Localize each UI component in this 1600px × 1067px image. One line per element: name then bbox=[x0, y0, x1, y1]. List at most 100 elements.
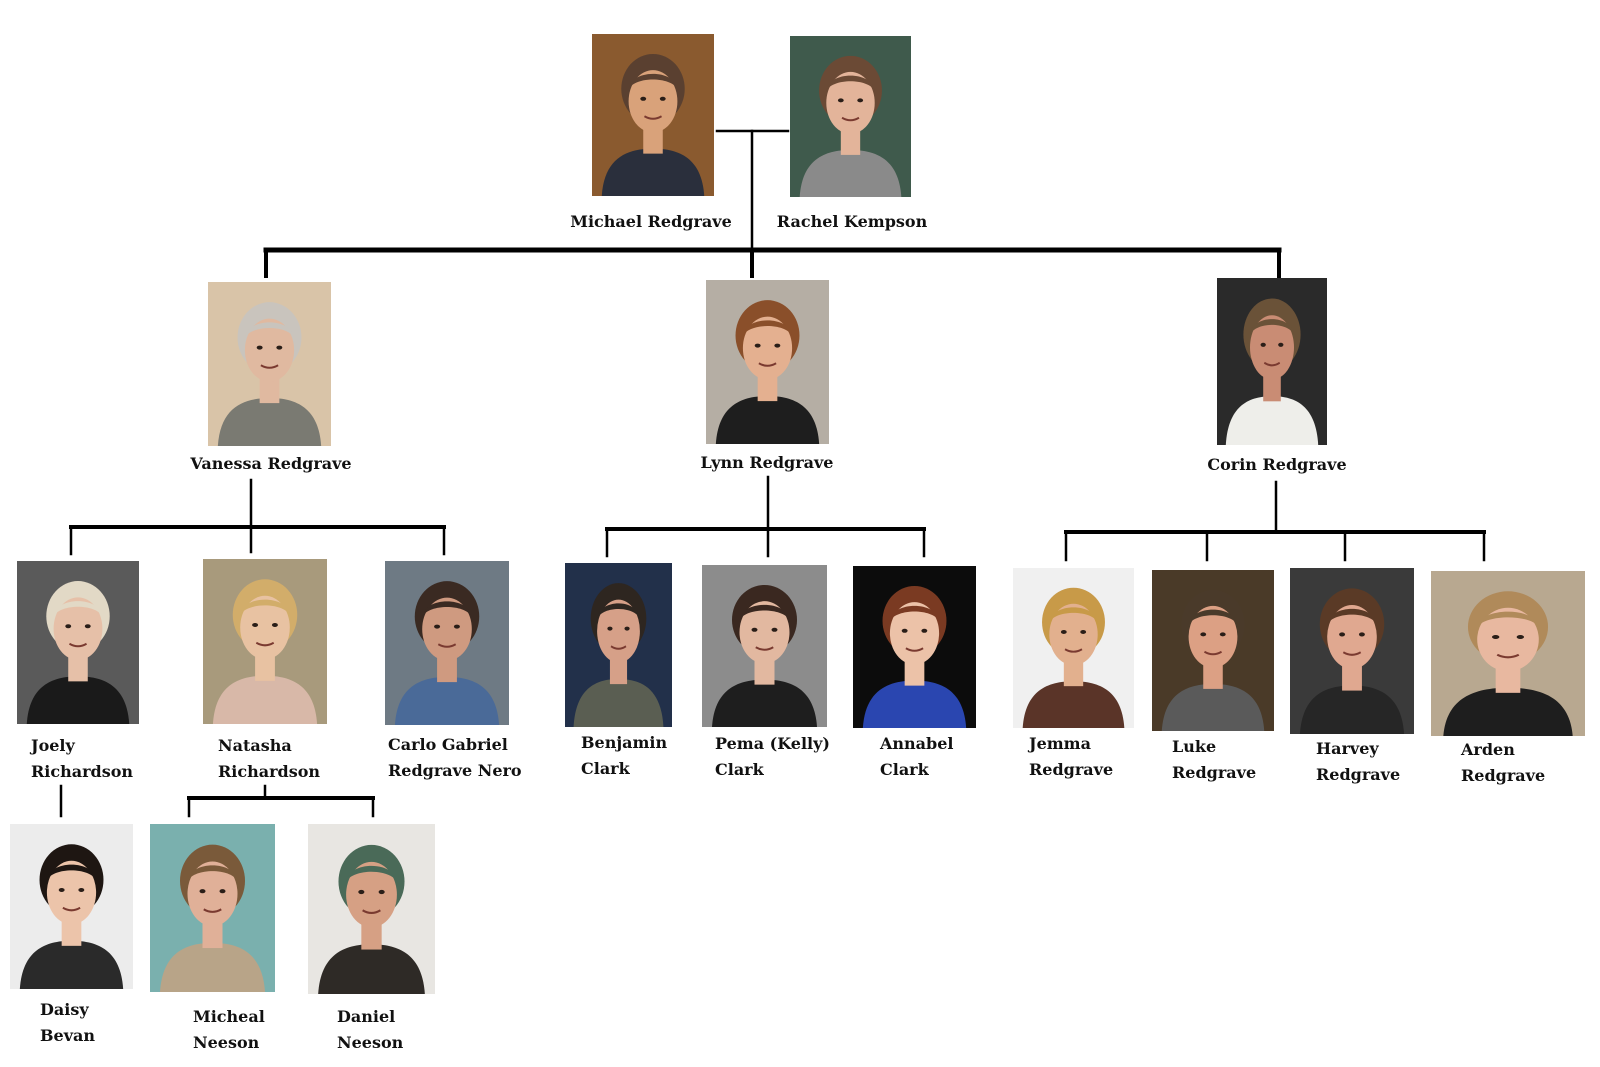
portrait-face bbox=[240, 595, 290, 660]
portrait-daniel-neeson bbox=[308, 824, 435, 994]
name-line-2: Redgrave bbox=[1172, 763, 1257, 782]
portrait-eye-left bbox=[1200, 632, 1207, 637]
name-line-1: Benjamin bbox=[581, 733, 668, 752]
portrait-neck bbox=[840, 127, 861, 155]
name-line-1: Annabel bbox=[880, 734, 954, 753]
portrait-shoulders bbox=[712, 679, 817, 727]
name-line-2: Redgrave Nero bbox=[388, 761, 522, 780]
portrait-shoulders bbox=[217, 398, 322, 446]
portrait-face bbox=[346, 861, 397, 928]
portrait-neck bbox=[259, 375, 280, 404]
portrait-eye-right bbox=[453, 624, 460, 629]
portrait-shoulders bbox=[1022, 681, 1125, 728]
portrait-mouth bbox=[905, 647, 924, 652]
portrait-joely-richardson bbox=[17, 561, 139, 724]
portrait-illustration bbox=[150, 824, 275, 992]
portrait-face bbox=[244, 318, 295, 382]
portrait-face bbox=[1327, 605, 1377, 669]
portrait-face bbox=[742, 316, 793, 380]
portrait-eye-left bbox=[640, 96, 647, 101]
portrait-illustration bbox=[1152, 570, 1274, 731]
portrait-mouth bbox=[1203, 650, 1223, 656]
portrait-eye-left bbox=[256, 345, 263, 350]
portrait-eye-right bbox=[1516, 634, 1525, 640]
name-line-2: Redgrave bbox=[1316, 765, 1401, 784]
portrait-hairline bbox=[742, 320, 793, 336]
portrait-neck bbox=[1063, 659, 1084, 687]
portrait-neck bbox=[904, 658, 925, 686]
name-line-2: Clark bbox=[581, 759, 630, 778]
portrait-illustration bbox=[1217, 278, 1327, 445]
name-line-2: Neeson bbox=[193, 1033, 260, 1052]
portrait-eye-left bbox=[837, 98, 844, 103]
portrait-illustration bbox=[706, 280, 829, 444]
name-jemma-redgrave: Jemma Redgrave bbox=[1029, 731, 1113, 783]
name-corin-redgrave: Corin Redgrave bbox=[1207, 455, 1347, 474]
portrait-neck bbox=[68, 653, 88, 682]
portrait-eye-right bbox=[774, 343, 781, 348]
portrait-mouth bbox=[1263, 361, 1281, 367]
portrait-eye-right bbox=[921, 628, 928, 633]
portrait-hairline bbox=[1327, 608, 1377, 625]
portrait-mouth bbox=[437, 643, 457, 648]
portrait-illustration bbox=[702, 565, 827, 727]
name-line-2: Richardson bbox=[218, 762, 321, 781]
portrait-eye-right bbox=[219, 889, 226, 894]
portrait-mouth bbox=[758, 362, 777, 367]
name-line-1: Arden bbox=[1461, 740, 1515, 759]
portrait-neck bbox=[754, 657, 775, 685]
portrait-eye-left bbox=[901, 628, 908, 633]
portrait-natasha-richardson bbox=[203, 559, 327, 724]
portrait-face bbox=[1188, 605, 1238, 668]
portrait-shoulders bbox=[1443, 687, 1573, 736]
portrait-neck bbox=[361, 920, 382, 950]
portrait-hairline bbox=[1049, 607, 1098, 623]
portrait-neck bbox=[255, 652, 275, 681]
portrait-illustration bbox=[203, 559, 327, 724]
name-pema-kelly-clark: Pema (Kelly) Clark bbox=[715, 731, 830, 783]
portrait-illustration bbox=[308, 824, 435, 994]
portrait-hairline bbox=[739, 604, 790, 620]
portrait-neck bbox=[609, 656, 628, 685]
portrait-eye-left bbox=[1339, 632, 1346, 637]
portrait-shoulders bbox=[212, 675, 318, 724]
name-benjamin-clark: Benjamin Clark bbox=[581, 730, 667, 782]
name-daisy-bevan: Daisy Bevan bbox=[40, 997, 95, 1049]
portrait-neck bbox=[1342, 662, 1362, 691]
portrait-illustration bbox=[1431, 571, 1585, 736]
portrait-eye-right bbox=[271, 622, 278, 628]
portrait-hairline bbox=[1188, 609, 1238, 625]
name-natasha-richardson: Natasha Richardson bbox=[218, 733, 320, 785]
portrait-eye-left bbox=[754, 343, 761, 348]
portrait-face bbox=[889, 602, 940, 665]
name-line-1: Jemma bbox=[1029, 734, 1091, 753]
portrait-neck bbox=[202, 919, 223, 949]
portrait-hairline bbox=[1250, 319, 1294, 335]
portrait-eye-right bbox=[1278, 342, 1284, 347]
portrait-face bbox=[1250, 315, 1294, 380]
portrait-mouth bbox=[1064, 648, 1083, 653]
portrait-shoulders bbox=[862, 680, 967, 728]
portrait-face bbox=[597, 599, 640, 663]
portrait-hairline bbox=[53, 601, 103, 617]
portrait-rachel-kempson bbox=[790, 36, 911, 197]
portrait-luke-redgrave bbox=[1152, 570, 1274, 731]
portrait-mouth bbox=[755, 646, 774, 651]
name-line-2: Clark bbox=[715, 760, 764, 779]
portrait-pema-kelly-clark bbox=[702, 565, 827, 727]
portrait-shoulders bbox=[1161, 683, 1265, 731]
portrait-arden-redgrave bbox=[1431, 571, 1585, 736]
name-line-1: Micheal bbox=[193, 1007, 265, 1026]
name-joely-richardson: Joely Richardson bbox=[31, 733, 133, 785]
portrait-shoulders bbox=[601, 148, 705, 196]
portrait-hairline bbox=[1477, 611, 1539, 627]
name-line-1: Daniel bbox=[337, 1007, 396, 1026]
portrait-neck bbox=[437, 654, 457, 683]
portrait-eye-left bbox=[58, 887, 65, 893]
name-luke-redgrave: Luke Redgrave bbox=[1172, 734, 1256, 786]
portrait-corin-redgrave bbox=[1217, 278, 1327, 445]
portrait-hairline bbox=[244, 322, 295, 338]
portrait-face bbox=[422, 597, 472, 661]
portrait-eye-right bbox=[1358, 632, 1365, 637]
